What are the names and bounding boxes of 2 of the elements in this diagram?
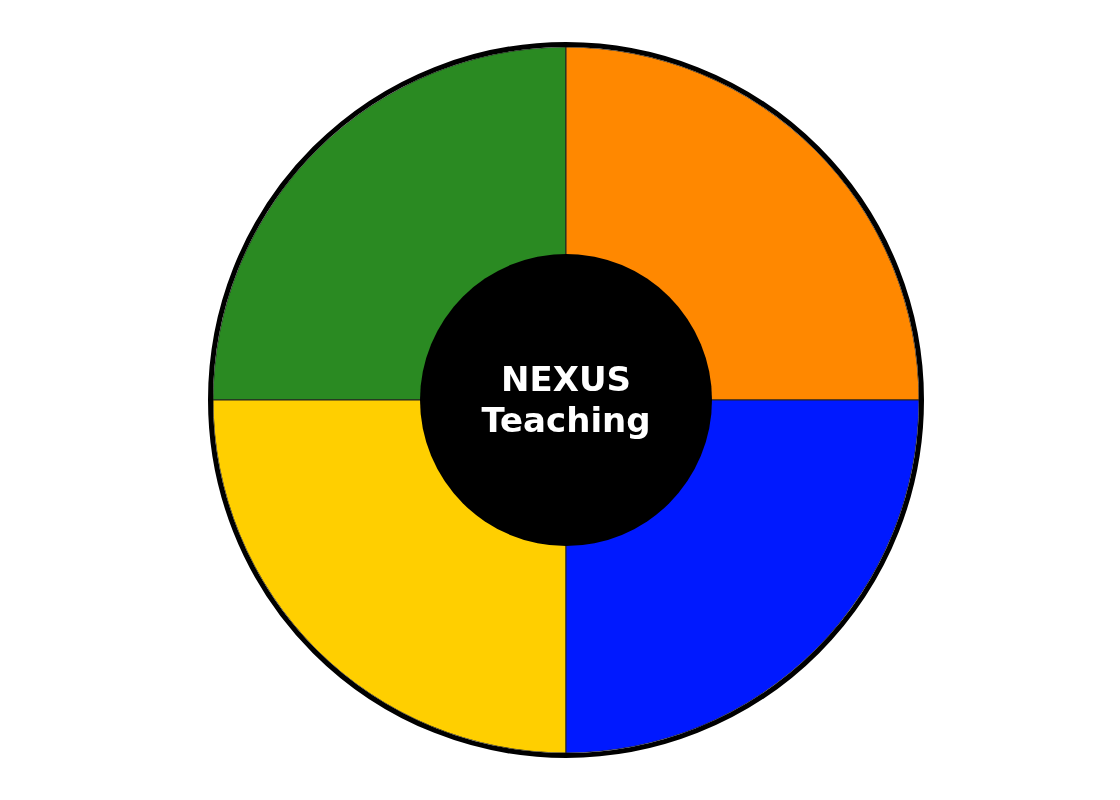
center-label: NEXUS Teaching (480, 359, 652, 441)
outer-circle (208, 42, 924, 758)
